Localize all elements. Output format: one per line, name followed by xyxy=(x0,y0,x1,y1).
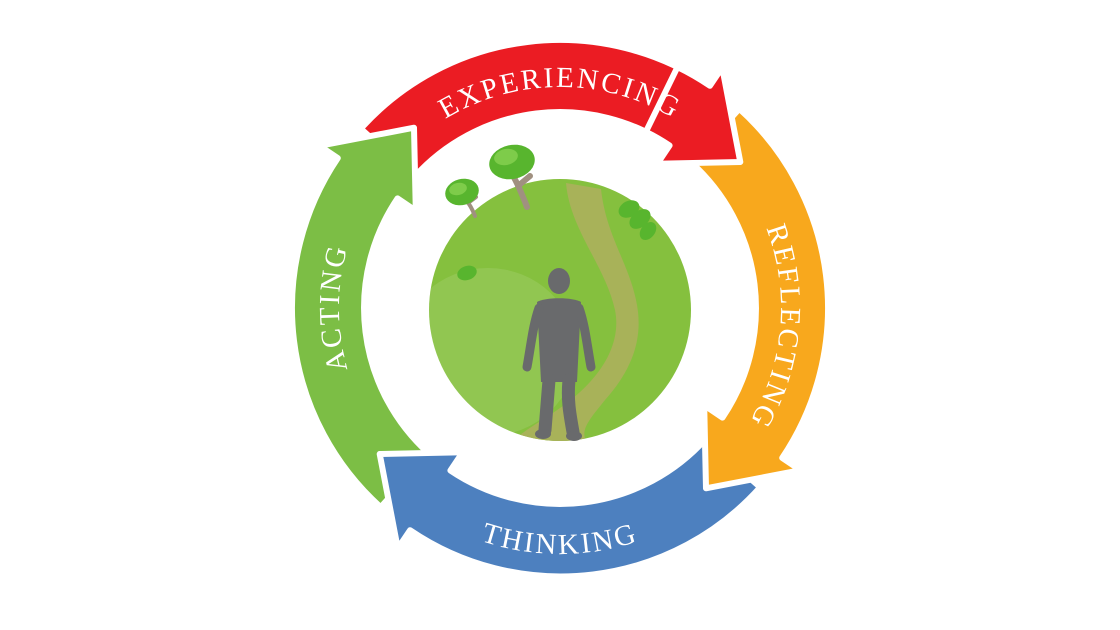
center-illustration xyxy=(429,144,691,441)
person-left-leg xyxy=(538,373,556,437)
walking-person-silhouette xyxy=(522,268,596,441)
tree-large xyxy=(489,144,535,210)
experiencing-arrow-head xyxy=(642,64,744,167)
person-left-foot xyxy=(535,429,551,439)
acting-label: ACTING xyxy=(314,241,354,375)
reflecting-arrow xyxy=(688,105,832,492)
thinking-arrow xyxy=(376,436,764,580)
bush-right xyxy=(618,200,657,240)
person-right-arm xyxy=(574,303,596,372)
person-left-arm xyxy=(522,303,544,372)
acting-arrow xyxy=(288,124,432,511)
person-right-foot xyxy=(566,431,582,441)
tree-small xyxy=(445,178,479,218)
person-head xyxy=(548,268,570,294)
trail xyxy=(505,183,639,441)
person-right-leg xyxy=(561,373,580,439)
person-torso xyxy=(537,298,581,382)
bush-left xyxy=(457,265,477,281)
